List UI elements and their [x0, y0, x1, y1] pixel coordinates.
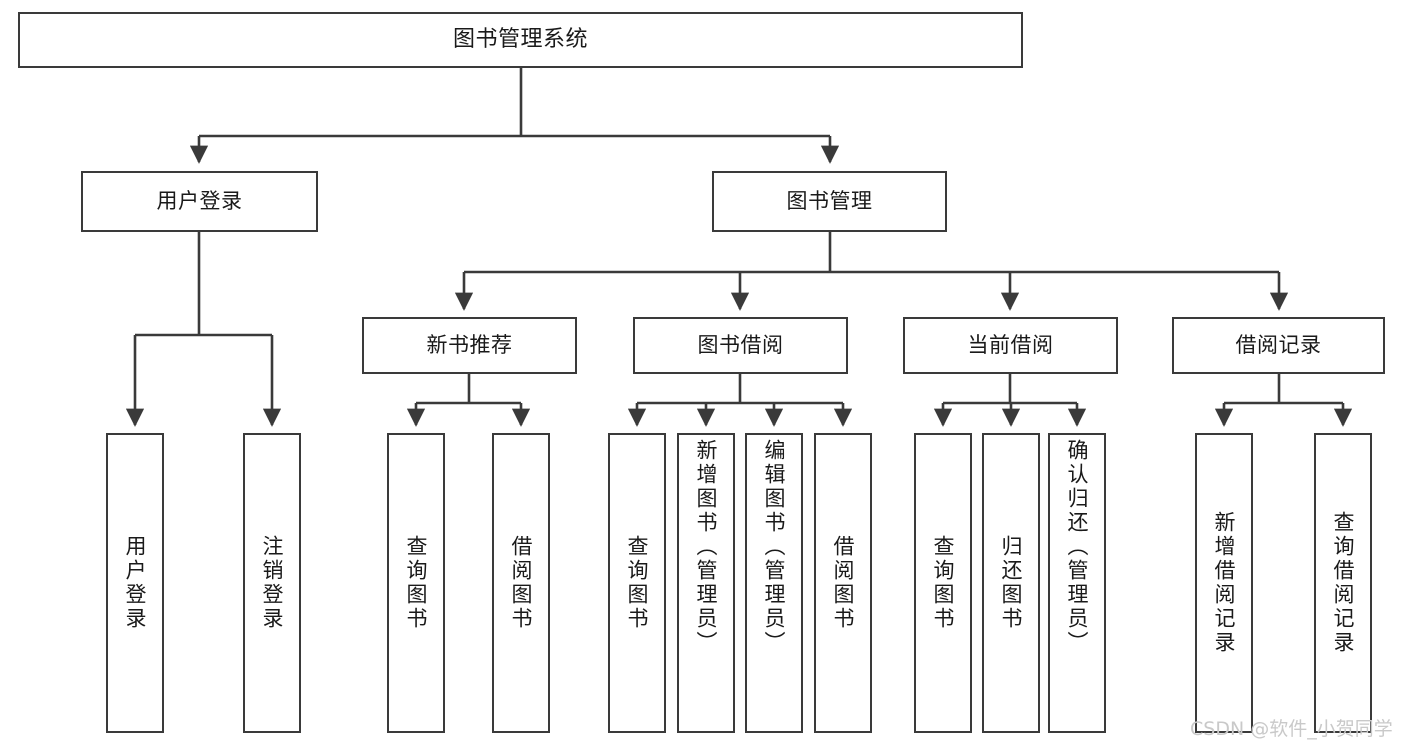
node-label: 新增借阅记录: [1212, 511, 1237, 655]
node-current-borrow[interactable]: 当前借阅: [903, 317, 1118, 374]
leaf-book-borrow-add-book-admin[interactable]: 新增图书（管理员）: [677, 433, 735, 733]
leaf-current-borrow-return-book[interactable]: 归还图书: [982, 433, 1040, 733]
leaf-new-book-borrow-book[interactable]: 借阅图书: [492, 433, 550, 733]
node-label: 用户登录: [156, 189, 243, 214]
node-label: 图书管理: [786, 189, 873, 214]
node-label: 注销登录: [260, 535, 285, 631]
node-label: 当前借阅: [967, 333, 1054, 358]
leaf-current-borrow-query-book[interactable]: 查询图书: [914, 433, 972, 733]
leaf-user-login-login[interactable]: 用户登录: [106, 433, 164, 733]
node-label: 编辑图书（管理员）: [762, 439, 787, 655]
leaf-book-borrow-edit-book-admin[interactable]: 编辑图书（管理员）: [745, 433, 803, 733]
leaf-current-borrow-confirm-return-admin[interactable]: 确认归还（管理员）: [1048, 433, 1106, 733]
leaf-new-book-query-book[interactable]: 查询图书: [387, 433, 445, 733]
node-borrow-records[interactable]: 借阅记录: [1172, 317, 1385, 374]
node-label: 查询图书: [625, 535, 650, 631]
node-new-book-recommend[interactable]: 新书推荐: [362, 317, 577, 374]
node-label: 查询借阅记录: [1331, 511, 1356, 655]
node-label: 图书借阅: [697, 333, 784, 358]
node-label: 归还图书: [999, 535, 1024, 631]
node-root-system[interactable]: 图书管理系统: [18, 12, 1023, 68]
leaf-borrow-records-add-record[interactable]: 新增借阅记录: [1195, 433, 1253, 733]
node-user-login[interactable]: 用户登录: [81, 171, 318, 232]
node-label: 借阅图书: [509, 535, 534, 631]
node-label: 新增图书（管理员）: [694, 439, 719, 655]
node-label: 用户登录: [123, 535, 148, 631]
node-book-borrow[interactable]: 图书借阅: [633, 317, 848, 374]
node-label: 图书管理系统: [452, 27, 588, 53]
csdn-watermark: CSDN @软件_小贺同学: [1190, 718, 1393, 740]
leaf-user-login-logout[interactable]: 注销登录: [243, 433, 301, 733]
node-label: 确认归还（管理员）: [1065, 439, 1090, 655]
leaf-book-borrow-borrow-book[interactable]: 借阅图书: [814, 433, 872, 733]
node-book-management[interactable]: 图书管理: [712, 171, 947, 232]
node-label: 查询图书: [404, 535, 429, 631]
node-label: 借阅图书: [831, 535, 856, 631]
node-label: 新书推荐: [426, 333, 513, 358]
leaf-borrow-records-query-record[interactable]: 查询借阅记录: [1314, 433, 1372, 733]
leaf-book-borrow-query-book[interactable]: 查询图书: [608, 433, 666, 733]
node-label: 借阅记录: [1235, 333, 1322, 358]
node-label: 查询图书: [931, 535, 956, 631]
